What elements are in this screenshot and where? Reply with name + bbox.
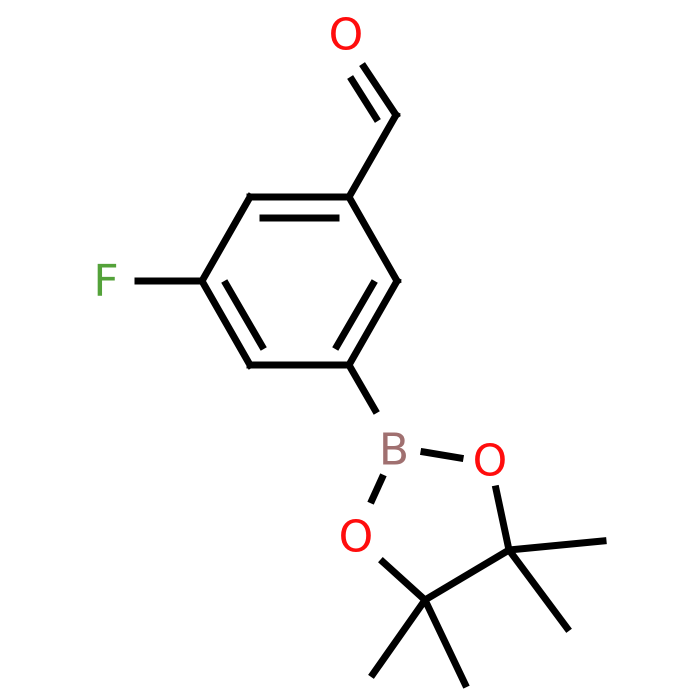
bond-aldehyde-co-outer — [359, 62, 401, 120]
bond-boron-to-oxygen-right — [419, 447, 465, 463]
bond-ring-top-left — [197, 192, 255, 286]
bond-ring-inner-left — [221, 279, 267, 351]
bond-ring-top-right — [344, 192, 402, 286]
bond-ring-inner-right — [332, 279, 378, 351]
bond-ring-bottom-right — [344, 276, 402, 370]
bond-boron-to-oxygen-left — [367, 473, 387, 505]
bond-methyl-4 — [420, 595, 470, 689]
benzene-ring — [197, 192, 402, 370]
aldehyde-group: O — [329, 10, 401, 202]
bond-ring-to-aldehyde-carbon — [344, 110, 401, 202]
bond-ring-bottom-left — [197, 276, 255, 370]
bond-oxygen-right-to-carbon — [491, 484, 514, 555]
pinacol-boronate: B O O — [339, 360, 607, 689]
bond-oxygen-left-to-carbon — [378, 557, 430, 605]
fluorine-label: F — [93, 256, 118, 307]
bond-carbon-carbon — [420, 545, 514, 605]
bond-methyl-1 — [505, 537, 607, 554]
fluorine-substituent: F — [93, 256, 206, 307]
bond-ring-to-boron — [344, 360, 380, 415]
ring-oxygen-left-label: O — [339, 512, 374, 563]
boron-label: B — [379, 425, 409, 476]
bond-methyl-3 — [368, 595, 430, 679]
bond-aldehyde-co-inner — [347, 75, 381, 123]
bond-methyl-2 — [504, 545, 572, 633]
aldehyde-oxygen-label: O — [329, 10, 364, 61]
ring-oxygen-right-label: O — [473, 436, 508, 487]
